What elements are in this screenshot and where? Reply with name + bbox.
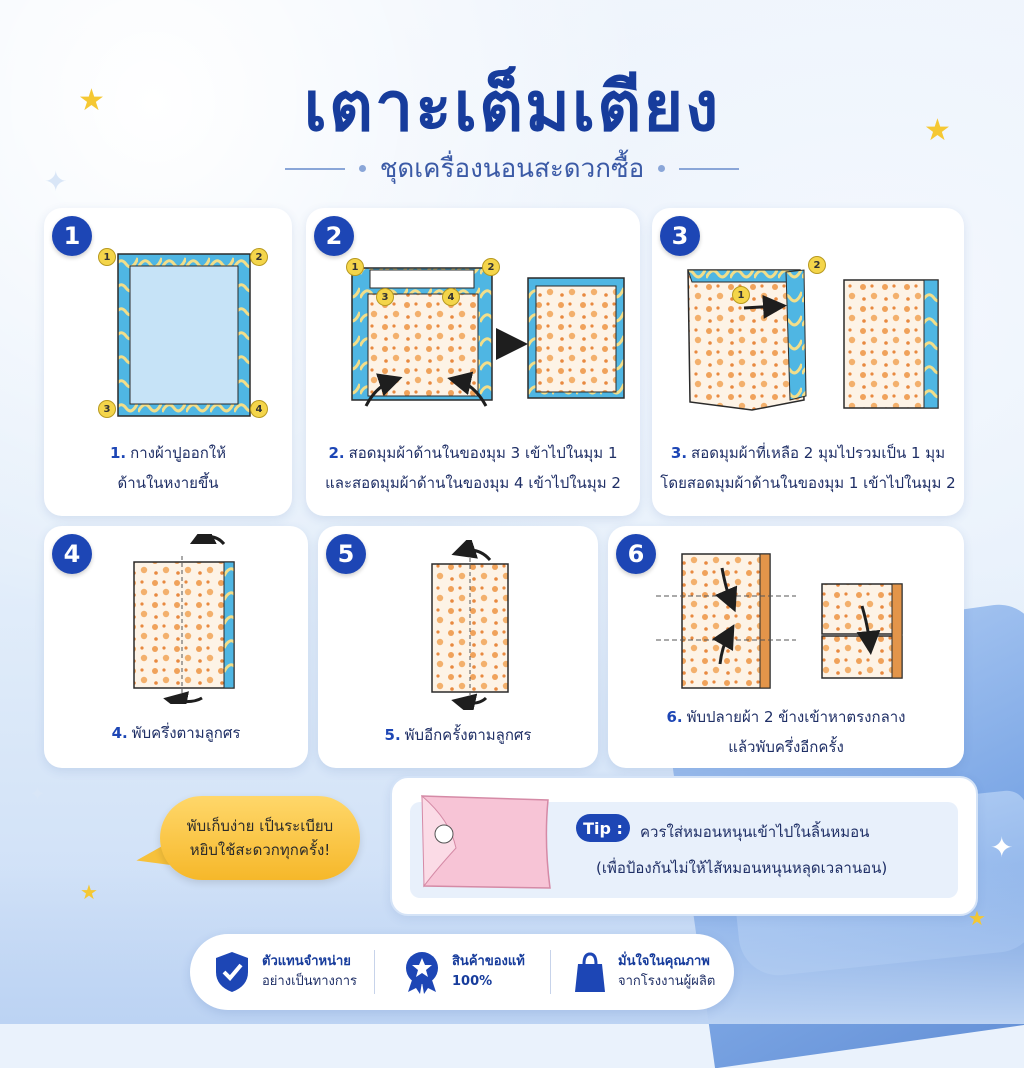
fold-half-illustration: [133, 534, 235, 704]
divider-dot: [658, 165, 666, 172]
fold-ends-illustration: [656, 553, 903, 689]
caption-number: 6.: [666, 708, 683, 726]
badge-line-1: สินค้าของแท้: [452, 954, 525, 969]
caption-number: 2.: [328, 444, 345, 462]
caption-text: สอดมุมผ้าด้านในของมุม 3 เข้าไปในมุม 1: [348, 444, 618, 462]
tip-line-2: (เพื่อป้องกันไม่ให้ไส้หมอนหนุนหลุดเวลานอ…: [596, 859, 888, 877]
page-subtitle: ชุดเครื่องนอนสะดวกซื้อ: [379, 154, 645, 184]
star-medal-icon: [406, 952, 438, 994]
sparkle-icon: ✦: [30, 784, 46, 805]
corner-label-4: 4: [442, 288, 460, 306]
step-card-3: 3 1 2 3.สอดมุมผ้าที่เหลือ 2 มุมไปรวมเป็น…: [652, 208, 964, 516]
step-card-4: 4 4.พับครึ่งตามลูกศร: [44, 526, 308, 768]
shopping-bag-icon: [575, 952, 605, 992]
shield-check-icon: [216, 952, 248, 992]
sparkle-icon: ✦: [990, 831, 1014, 864]
trust-badges: ตัวแทนจำหน่าย อย่างเป็นทางการ สินค้าของแ…: [190, 934, 734, 1010]
caption-line-2: และสอดมุมผ้าด้านในของมุม 4 เข้าไปในมุม 2: [325, 474, 621, 492]
bubble-line-1: พับเก็บง่าย เป็นระเบียบ: [186, 817, 334, 835]
badge-line-1: มั่นใจในคุณภาพ: [618, 954, 710, 969]
step-card-6: 6 6.พับปลายผ้า 2 ข้างเข้าหาตรงกลาง แล้วพ…: [608, 526, 964, 768]
corner-label-2: 2: [482, 258, 500, 276]
badge-line-2: อย่างเป็นทางการ: [262, 974, 358, 989]
tip-label: Tip :: [576, 814, 630, 842]
corner-label-2: 2: [808, 256, 826, 274]
corner-label-1: 1: [732, 286, 750, 304]
step-number: 6: [616, 534, 656, 574]
caption-text: สอดมุมผ้าที่เหลือ 2 มุมไปรวมเป็น 1 มุม: [691, 444, 946, 462]
badge-genuine: สินค้าของแท้ 100%: [402, 934, 525, 1010]
divider-dot: [358, 165, 366, 172]
divider: [550, 950, 551, 994]
caption-number: 3.: [670, 444, 688, 462]
caption-line-2: ด้านในหงายขึ้น: [117, 474, 219, 492]
caption-number: 5.: [384, 726, 401, 744]
sparkle-icon: ✦: [44, 165, 68, 198]
badge-line-2: จากโรงงานผู้ผลิต: [618, 974, 716, 989]
corner-label-1: 1: [98, 248, 116, 266]
divider: [284, 167, 345, 170]
divider: [374, 950, 375, 994]
step-caption: 1.กางผ้าปูออกให้ ด้านในหงายขึ้น: [54, 438, 282, 498]
caption-line-2: แล้วพับครึ่งอีกครั้ง: [728, 738, 844, 756]
callout-bubble: พับเก็บง่าย เป็นระเบียบ หยิบใช้สะดวกทุกค…: [160, 796, 360, 880]
step-card-1: 1 1 2 3 4 1.กางผ้าปูออกให้ ด้านในหงายขึ้…: [44, 208, 292, 516]
fitting-corners-illustration: [351, 267, 625, 407]
corner-label-3: 3: [376, 288, 394, 306]
step-caption: 2.สอดมุมผ้าด้านในของมุม 3 เข้าไปในมุม 1 …: [312, 438, 634, 498]
corner-label-2: 2: [250, 248, 268, 266]
step-number: 4: [52, 534, 92, 574]
fold-again-illustration: [431, 540, 509, 710]
caption-line-2: โดยสอดมุมผ้าด้านในของมุม 1 เข้าไปในมุม 2: [660, 474, 956, 492]
step-number: 3: [660, 216, 700, 256]
step-number: 2: [314, 216, 354, 256]
step-number: 5: [326, 534, 366, 574]
corner-label-4: 4: [250, 400, 268, 418]
corner-label-3: 3: [98, 400, 116, 418]
corner-label-1: 1: [346, 258, 364, 276]
divider: [679, 167, 740, 170]
badge-text: สินค้าของแท้ 100%: [452, 952, 525, 992]
caption-text: พับอีกครั้งตามลูกศร: [404, 726, 532, 744]
page-title: เตาะเต็มเตียง: [303, 68, 721, 147]
caption-number: 4.: [111, 724, 128, 742]
badge-text: ตัวแทนจำหน่าย อย่างเป็นทางการ: [262, 952, 357, 992]
caption-number: 1.: [109, 444, 127, 462]
badge-line-2: 100%: [452, 974, 493, 989]
caption-line-1: 2.สอดมุมผ้าด้านในของมุม 3 เข้าไปในมุม 1: [312, 438, 634, 468]
step-card-2: 2 1 2 3 4 2.สอดมุมผ้าด้านในของมุม 3 เข้า…: [306, 208, 640, 516]
pillow-illustration: [421, 794, 551, 889]
step-caption: 3.สอดมุมผ้าที่เหลือ 2 มุมไปรวมเป็น 1 มุม…: [658, 438, 958, 498]
badge-line-1: ตัวแทนจำหน่าย: [262, 954, 351, 969]
bubble-line-2: หยิบใช้สะดวกทุกครั้ง!: [189, 841, 331, 859]
caption-line-1: 6.พับปลายผ้า 2 ข้างเข้าหาตรงกลาง: [614, 702, 958, 732]
caption-text: พับปลายผ้า 2 ข้างเข้าหาตรงกลาง: [686, 708, 906, 726]
joining-corners-illustration: [687, 269, 939, 411]
caption-line-1: 3.สอดมุมผ้าที่เหลือ 2 มุมไปรวมเป็น 1 มุม: [658, 438, 958, 468]
subtitle-row: ชุดเครื่องนอนสะดวกซื้อ: [0, 148, 1024, 189]
badge-quality: มั่นใจในคุณภาพ จากโรงงานผู้ผลิต: [572, 934, 715, 1010]
star-icon: ★: [924, 113, 951, 148]
caption-line-1: 4.พับครึ่งตามลูกศร: [54, 718, 298, 748]
star-icon: ★: [80, 880, 98, 904]
badge-official-dealer: ตัวแทนจำหน่าย อย่างเป็นทางการ: [212, 934, 357, 1010]
star-icon: ★: [968, 906, 986, 930]
step-caption: 6.พับปลายผ้า 2 ข้างเข้าหาตรงกลาง แล้วพับ…: [614, 702, 958, 762]
star-icon: ★: [78, 83, 105, 118]
tip-line-1: ควรใส่หมอนหนุนเข้าไปในลิ้นหมอน: [640, 823, 870, 841]
caption-text: กางผ้าปูออกให้: [130, 444, 226, 462]
caption-line-1: 5.พับอีกครั้งตามลูกศร: [328, 720, 588, 750]
step-caption: 5.พับอีกครั้งตามลูกศร: [328, 720, 588, 750]
step-caption: 4.พับครึ่งตามลูกศร: [54, 718, 298, 748]
step-number: 1: [52, 216, 92, 256]
step-card-5: 5 5.พับอีกครั้งตามลูกศร: [318, 526, 598, 768]
flat-sheet-illustration: [117, 253, 251, 417]
badge-text: มั่นใจในคุณภาพ จากโรงงานผู้ผลิต: [618, 952, 715, 992]
caption-text: พับครึ่งตามลูกศร: [131, 724, 241, 742]
caption-line-1: 1.กางผ้าปูออกให้: [54, 438, 282, 468]
